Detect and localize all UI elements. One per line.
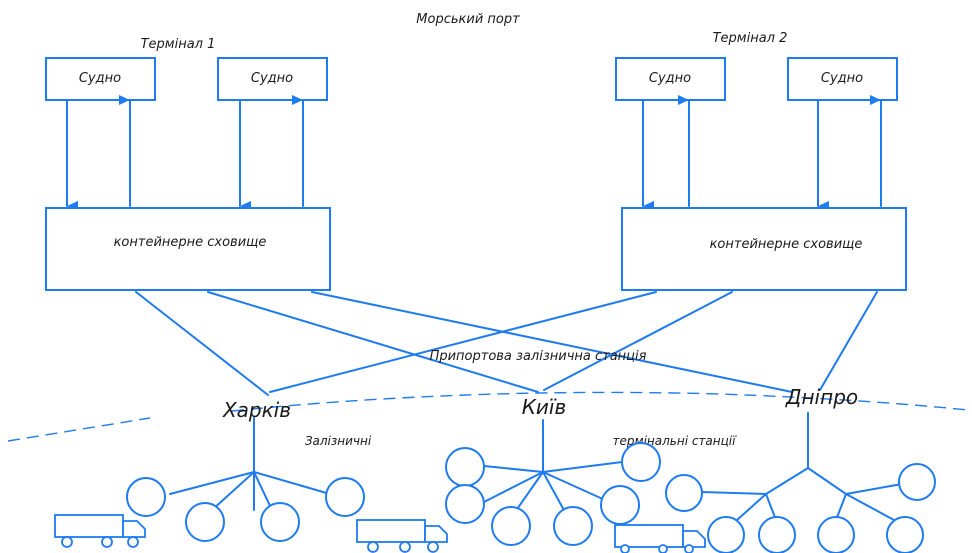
rail-terminal-label-1: Залізничні <box>305 434 372 448</box>
svg-text:контейнерне сховище: контейнерне сховище <box>710 237 863 252</box>
svg-text:Судно: Судно <box>251 71 293 86</box>
ship-box-4: Судно <box>787 57 898 101</box>
ship-box-3: Судно <box>615 57 726 101</box>
city-dnipro: Дніпро <box>785 385 858 409</box>
truck-icon <box>54 514 146 548</box>
storage-box-2: контейнерне сховище <box>621 207 907 291</box>
ship-box-2: Судно <box>217 57 328 101</box>
terminal-2-label: Термінал 2 <box>713 31 788 46</box>
svg-text:Судно: Судно <box>79 71 121 86</box>
svg-text:Судно: Судно <box>821 71 863 86</box>
truck-icon <box>614 524 706 553</box>
kharkiv-terminal-tree <box>126 417 365 542</box>
truck-icon <box>356 519 448 553</box>
station-label: Припортова залізнична станція <box>430 349 647 364</box>
storage-box-1: контейнерне сховище <box>45 207 331 291</box>
ship-storage-arrows <box>66 95 882 211</box>
ship-box-1: Судно <box>45 57 156 101</box>
svg-text:контейнерне сховище: контейнерне сховище <box>114 235 267 250</box>
dashed-boundary <box>7 391 969 442</box>
storage-city-links <box>135 291 878 396</box>
dnipro-terminal-tree <box>665 412 936 553</box>
kyiv-terminal-tree <box>445 419 661 546</box>
city-kyiv: Київ <box>522 395 567 419</box>
svg-text:Судно: Судно <box>649 71 691 86</box>
diagram-title: Морський порт <box>416 12 520 27</box>
terminal-1-label: Термінал 1 <box>141 37 216 52</box>
city-kharkiv: Харків <box>222 398 291 422</box>
